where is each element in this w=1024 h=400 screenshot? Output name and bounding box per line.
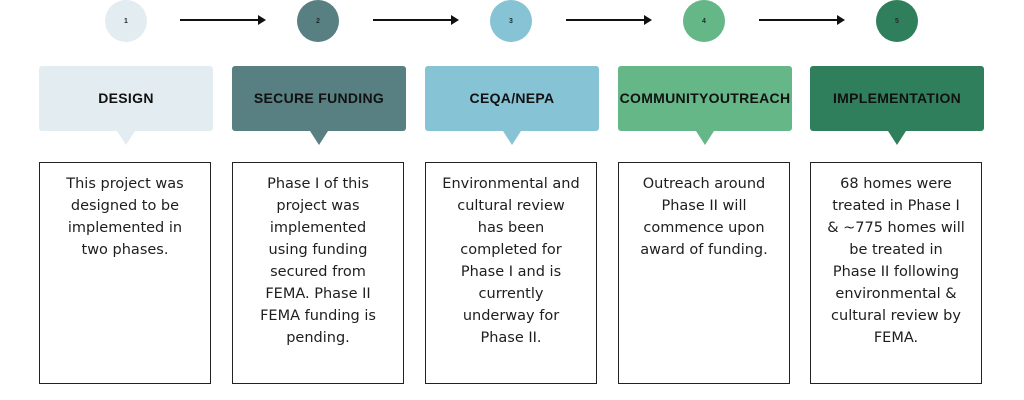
step-number: 4 [702,17,706,25]
text-line: COMMUNITY [619,90,709,106]
text-line: Phase II. [480,330,542,346]
text-line: cultural review by [831,308,961,324]
step-number: 5 [895,17,899,25]
description-box-design: This project was designed to be implemente… [39,162,211,384]
text-line: underway for [462,308,560,324]
text-line: commence upon [643,220,765,236]
text-line: Phase II will [661,198,747,214]
text-line: pending. [286,330,350,346]
phase-title: IMPLEMENTATION [833,89,961,108]
text-line: implemented [269,220,367,236]
phase-box-ceqa-nepa: CEQA/NEPA [425,66,599,145]
text-line: Outreach around [642,176,766,192]
text-line: completed for [460,242,562,258]
text-line: secured from [270,264,366,280]
phase-box-secure-funding: SECURE FUNDING [232,66,406,145]
text-line: be treated in [849,242,943,258]
text-line: OUTREACH [708,90,791,106]
phase-title: CEQA/NEPA [470,89,555,108]
text-line: project was [276,198,360,214]
text-line: Phase I of this [267,176,369,192]
step-number: 1 [124,17,128,25]
text-line: cultural review [457,198,565,214]
text-line: 68 homes were [840,176,952,192]
arrow-icon [180,15,266,25]
description-box-secure-funding: Phase I of this project was implemented usi… [232,162,404,384]
step-circle-1: 1 [105,0,147,42]
text-line: environmental & [835,286,957,302]
text-line: currently [478,286,544,302]
text-line: DESIGN [98,90,154,106]
text-line: Phase I and is [460,264,562,280]
phase-box-community-outreach: COMMUNITYOUTREACH [618,66,792,145]
text-line: FEMA funding is [260,308,376,324]
phase-box-design: DESIGN [39,66,213,145]
text-line: CEQA/NEPA [469,90,555,106]
text-line: This project was [66,176,184,192]
text-line: & ~775 homes will [827,220,965,236]
text-line: FEMA. Phase II [265,286,371,302]
step-number: 3 [509,17,513,25]
description-box-ceqa-nepa: Environmental and cultural review has been… [425,162,597,384]
step-circle-5: 5 [876,0,918,42]
text-line: FEMA. [873,330,919,346]
arrow-icon [759,15,845,25]
phase-title: DESIGN [98,89,153,108]
text-line: designed to be [70,198,180,214]
text-line: using funding [268,242,368,258]
description-box-implementation: 68 homes were treated in Phase I & ~775 ho… [810,162,982,384]
arrow-icon [566,15,652,25]
text-line: two phases. [81,242,169,258]
text-line: IMPLEMENTATION [832,90,962,106]
phase-box-implementation: IMPLEMENTATION [810,66,984,145]
text-line: SECURE FUNDING [253,90,385,106]
text-line: Environmental and [442,176,580,192]
text-line: treated in Phase I [832,198,960,214]
text-line: has been [477,220,545,236]
text-line: Phase II following [832,264,960,280]
arrow-icon [373,15,459,25]
text-line: award of funding. [640,242,768,258]
phase-title: COMMUNITYOUTREACH [620,89,791,108]
text-line: implemented in [67,220,183,236]
phase-title: SECURE FUNDING [254,89,384,108]
step-circle-4: 4 [683,0,725,42]
step-circle-3: 3 [490,0,532,42]
step-number: 2 [316,17,320,25]
step-circle-2: 2 [297,0,339,42]
